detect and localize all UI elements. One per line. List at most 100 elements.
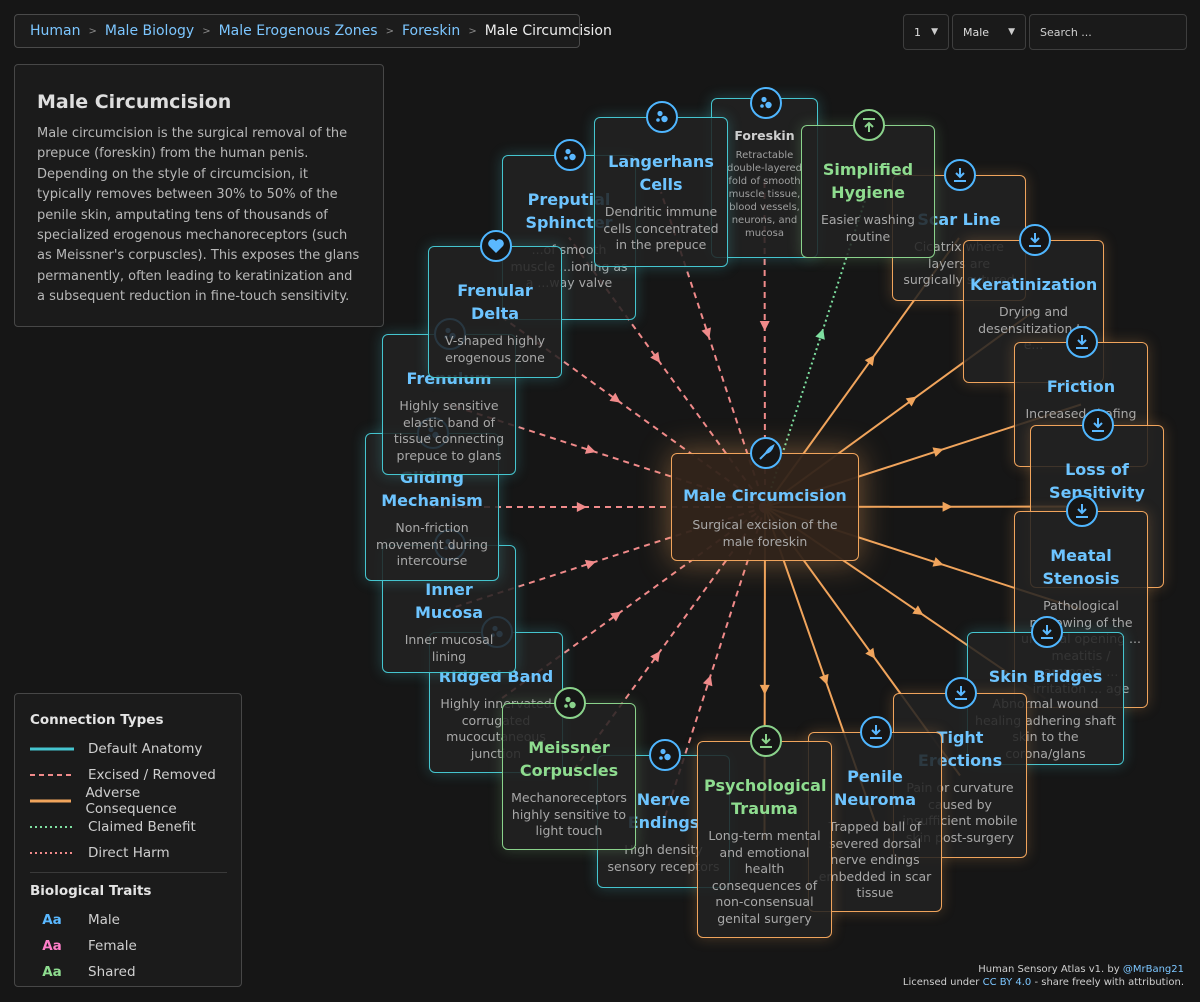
footer-prefix: Human Sensory Atlas v1. by: [978, 964, 1123, 975]
license-suffix: - share freely with attribution.: [1031, 977, 1184, 988]
sex-select-value: Male: [963, 25, 990, 39]
legend-label: Default Anatomy: [88, 741, 203, 757]
node-title: Meatal Stenosis: [1042, 546, 1120, 588]
edge-arrow: [815, 328, 825, 340]
edge-arrow: [609, 392, 621, 403]
legend-label: Claimed Benefit: [88, 819, 196, 835]
dots-icon: [554, 687, 586, 719]
node-title: Frenular Delta: [457, 281, 533, 323]
node-title: Loss of Sensitivity: [1049, 460, 1145, 502]
node-desc: Easier washing routine: [821, 212, 915, 244]
edge-arrow: [864, 354, 875, 367]
legend-swatch: [30, 774, 74, 776]
download-arrow-icon: [1030, 616, 1063, 648]
download-arrow-icon: [945, 677, 977, 709]
breadcrumb-link-foreskin[interactable]: Foreskin: [401, 23, 461, 39]
node-title: Simplified Hygiene: [822, 160, 914, 202]
level-select-value: 1: [914, 25, 921, 39]
legend-label: Male: [88, 912, 120, 928]
legend-label: Shared: [88, 964, 136, 980]
node-psychological-trauma[interactable]: Psychological Trauma Long-term mental an…: [697, 725, 832, 938]
node-title: Psychological Trauma: [704, 776, 827, 818]
node-title: Nerve Endings: [627, 790, 700, 832]
node-title: Friction: [1046, 377, 1116, 396]
node-desc: Mechanoreceptors highly sensitive to lig…: [511, 790, 627, 838]
license-prefix: Licensed under: [902, 977, 983, 988]
legend-item: Claimed Benefit: [30, 814, 227, 840]
dots-icon: [648, 739, 681, 771]
edge-arrow: [932, 557, 944, 567]
breadcrumb-link-human[interactable]: Human: [30, 23, 81, 39]
footer-credits: Human Sensory Atlas v1. by @MrBang21 Lic…: [903, 963, 1184, 989]
legend-label: Adverse Consequence: [85, 785, 177, 817]
edge-arrow: [759, 684, 770, 695]
legend-trait: Aa Shared: [30, 959, 227, 985]
info-title: Male Circumcision: [37, 91, 232, 113]
legend-label: Excised / Removed: [88, 767, 216, 783]
edge-arrow: [584, 444, 596, 454]
node-title: Scar Line: [917, 210, 1001, 229]
node-desc: Dendritic immune cells concentrated in t…: [603, 204, 719, 252]
breadcrumb-separator: >: [202, 25, 211, 37]
legend-label: Direct Harm: [88, 845, 170, 861]
download-arrow-icon: [1066, 326, 1098, 358]
trait-glyph: Aa: [42, 964, 62, 980]
edge-arrow: [650, 351, 661, 363]
node-desc: Long-term mental and emotional health co…: [708, 828, 821, 926]
node-desc: Retractable double-layered fold of smoot…: [726, 150, 803, 239]
legend-connection-title: Connection Types: [30, 712, 164, 728]
scalpel-icon: [750, 437, 782, 469]
level-select[interactable]: 1 ▼: [903, 14, 949, 50]
node-desc: High density sensory receptors: [607, 842, 720, 874]
node-title: Keratinization: [970, 275, 1098, 294]
edge-arrow: [759, 321, 770, 332]
legend-item: Default Anatomy: [30, 736, 227, 762]
search-placeholder: Search ...: [1040, 25, 1092, 39]
node-title: Preputial Sphincter: [525, 190, 613, 232]
dots-icon: [646, 101, 678, 133]
node-desc: Non-friction movement during intercourse: [376, 520, 488, 568]
trait-glyph: Aa: [42, 938, 62, 954]
info-panel: Male Circumcision Male circumcision is t…: [14, 64, 384, 327]
edge-arrow: [942, 501, 953, 512]
legend-swatch: [30, 852, 74, 854]
legend-swatch: [30, 799, 72, 803]
node-title: Male Circumcision: [683, 486, 847, 505]
chevron-down-icon: ▼: [931, 27, 938, 37]
node-desc: Increased chafing: [1025, 406, 1137, 421]
breadcrumb-separator: >: [385, 25, 394, 37]
download-arrow-icon: [1018, 224, 1051, 256]
node-desc: Surgical excision of the male foreskin: [692, 517, 838, 549]
edge-arrow: [610, 611, 622, 622]
node-frenular-delta[interactable]: Frenular Delta V-shaped highly erogenous…: [428, 230, 562, 378]
legend-swatch: [30, 747, 74, 751]
legend-item: Excised / Removed: [30, 762, 227, 788]
node-langerhans-cells[interactable]: Langerhans Cells Dendritic immune cells …: [594, 101, 728, 267]
node-desc: Inner mucosal lining: [404, 632, 494, 664]
download-arrow-icon: [1066, 495, 1098, 527]
edge-arrow: [932, 447, 944, 457]
node-meissner-corpuscles[interactable]: Meissner Corpuscles Mechanoreceptors hig…: [502, 687, 636, 850]
legend-traits-title: Biological Traits: [30, 883, 152, 899]
license-link[interactable]: CC BY 4.0: [982, 977, 1032, 988]
download-arrow-icon: [944, 159, 976, 191]
edge-arrow: [912, 605, 924, 616]
node-desc: Trapped ball of severed dorsal nerve end…: [818, 819, 932, 900]
breadcrumb-current: Male Circumcision: [484, 23, 612, 39]
node-simplified-hygiene[interactable]: Simplified Hygiene Easier washing routin…: [801, 109, 935, 258]
node-title: Foreskin: [734, 128, 795, 143]
author-link[interactable]: @MrBang21: [1122, 964, 1184, 975]
node-title: Penile Neuroma: [834, 767, 916, 809]
edge-arrow: [865, 647, 876, 659]
breadcrumb-link-male-biology[interactable]: Male Biology: [104, 23, 195, 39]
download-arrow-icon: [749, 725, 782, 757]
breadcrumb-link-male-erogenous-zones[interactable]: Male Erogenous Zones: [218, 23, 378, 39]
search-input[interactable]: Search ...: [1029, 14, 1187, 50]
sex-select[interactable]: Male ▼: [952, 14, 1026, 50]
node-desc: V-shaped highly erogenous zone: [444, 333, 546, 365]
dots-icon: [554, 139, 586, 171]
node-male-circumcision[interactable]: Male Circumcision Surgical excision of t…: [671, 437, 859, 561]
download-arrow-icon: [860, 716, 892, 748]
